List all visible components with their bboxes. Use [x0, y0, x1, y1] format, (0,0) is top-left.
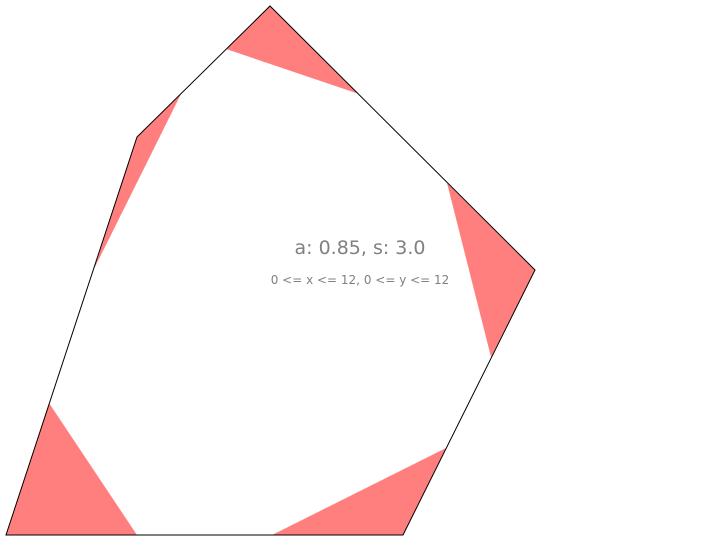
corner-triangle-top — [226, 6, 359, 94]
corner-triangle-bottom-left — [6, 403, 137, 535]
corner-triangles — [6, 6, 535, 535]
corner-triangle-right — [447, 183, 535, 357]
corner-triangle-bottom-right — [272, 448, 446, 535]
polygon-outline — [5, 5, 536, 536]
parameters-label: a: 0.85, s: 3.0 — [294, 237, 426, 259]
domain-label: 0 <= x <= 12, 0 <= y <= 12 — [270, 273, 450, 287]
corner-triangle-upper-left — [94, 94, 181, 269]
